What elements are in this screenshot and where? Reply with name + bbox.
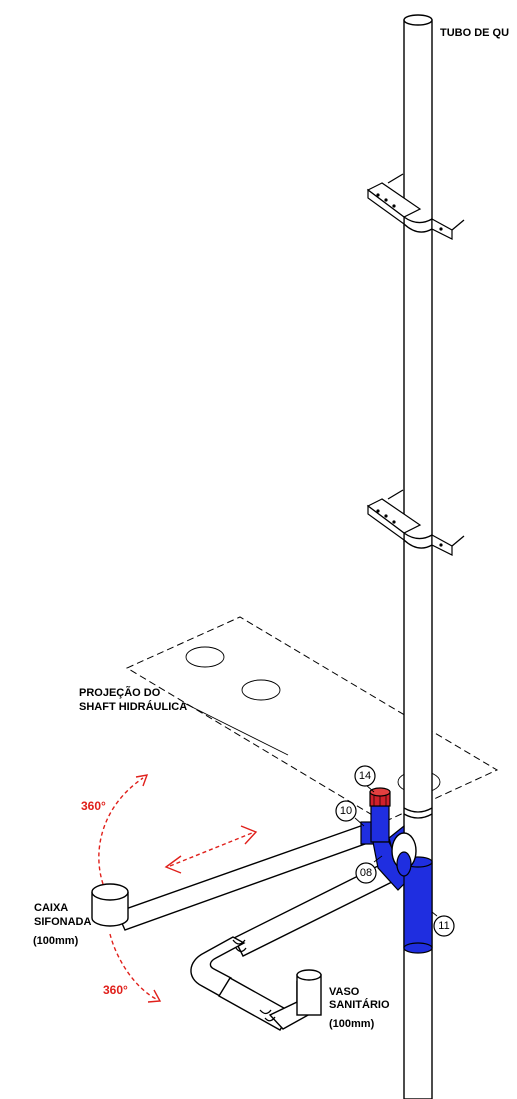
shaft-projection bbox=[125, 616, 499, 823]
slide-arrow-right-head bbox=[240, 825, 258, 845]
shaft-hole-1 bbox=[185, 646, 225, 668]
rotation-arc-top bbox=[98, 777, 144, 885]
callout-08: 08 bbox=[355, 862, 377, 884]
blue-fittings bbox=[360, 805, 433, 954]
label-tube: TUBO DE QU bbox=[440, 27, 509, 39]
vaso-pipe-run bbox=[190, 855, 409, 1031]
label-shaft-line2: SHAFT HIDRÁULICA bbox=[79, 700, 187, 713]
stack-joint-ring bbox=[403, 807, 433, 813]
shaft-hole-2 bbox=[241, 679, 281, 701]
pipe-clamp-top bbox=[366, 173, 465, 240]
label-shaft-line1: PROJEÇÃO DO bbox=[79, 686, 161, 699]
pipe-clamp-middle bbox=[366, 489, 465, 556]
shaft-leader-line bbox=[183, 702, 289, 756]
stack-joint-ring-2 bbox=[403, 813, 433, 819]
label-caixa-line3: (100mm) bbox=[33, 935, 79, 947]
leader-10 bbox=[354, 817, 365, 827]
callout-14: 14 bbox=[354, 765, 376, 787]
red-cap bbox=[369, 787, 391, 807]
svg-text:10: 10 bbox=[340, 805, 352, 817]
arc-bottom-arrowhead bbox=[147, 989, 162, 1003]
label-rotation-bottom: 360° bbox=[103, 983, 128, 997]
callout-10: 10 bbox=[335, 800, 357, 822]
label-vaso-line2: SANITÁRIO bbox=[329, 998, 390, 1011]
callout-11: 11 bbox=[433, 915, 455, 937]
fitting-11 bbox=[403, 861, 433, 949]
fitting-14-body bbox=[370, 805, 390, 843]
leader-11 bbox=[431, 911, 438, 917]
caixa-sifonada bbox=[91, 883, 129, 927]
svg-text:11: 11 bbox=[438, 920, 449, 932]
label-vaso-line1: VASO bbox=[329, 986, 360, 998]
arc-top-arrowhead bbox=[135, 774, 149, 787]
leader-08 bbox=[373, 855, 383, 863]
branch-pipe-caixa bbox=[116, 821, 377, 931]
slide-arrow-line bbox=[169, 832, 253, 867]
svg-text:08: 08 bbox=[360, 867, 372, 879]
svg-text:14: 14 bbox=[359, 770, 371, 782]
label-vaso-line3: (100mm) bbox=[329, 1018, 375, 1030]
rotation-arc-bottom bbox=[109, 933, 159, 1001]
rotation-indicators bbox=[98, 774, 258, 1003]
label-caixa-line1: CAIXA bbox=[34, 902, 68, 914]
slide-arrow-left-head bbox=[164, 855, 182, 874]
label-rotation-top: 360° bbox=[81, 799, 106, 813]
label-caixa-line2: SIFONADA bbox=[34, 916, 92, 928]
